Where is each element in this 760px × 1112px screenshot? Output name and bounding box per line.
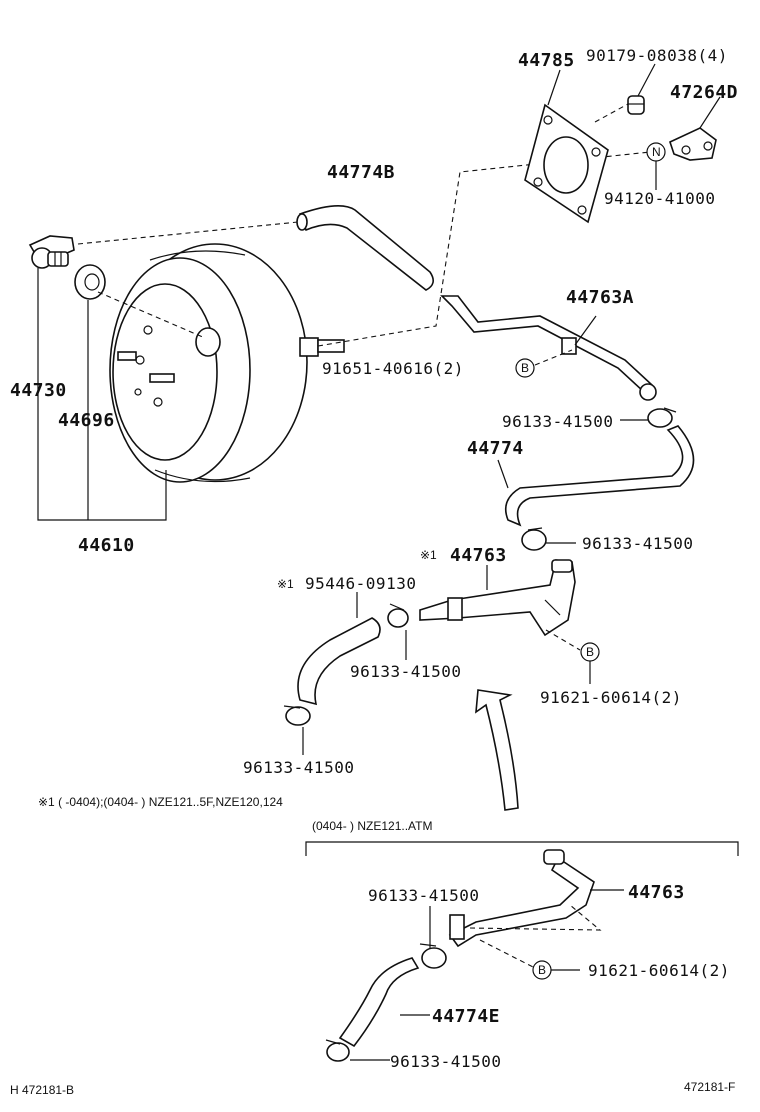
inset-label-44774E: 44774E — [432, 1006, 500, 1027]
pipe-44763A[interactable] — [440, 295, 657, 401]
inset-clamp-b[interactable] — [325, 1039, 350, 1062]
footer-right: 472181-F — [684, 1080, 735, 1094]
inset-bracket — [305, 841, 739, 856]
label-96133-d: 96133-41500 — [243, 758, 354, 777]
inset-label-96133-a: 96133-41500 — [368, 886, 479, 905]
inset-pipe-44763[interactable] — [448, 849, 595, 948]
label-b-1: B — [521, 361, 529, 375]
gasket-plate[interactable] — [524, 103, 609, 224]
clamp-d[interactable] — [283, 705, 311, 726]
clamp-a[interactable] — [647, 407, 677, 428]
inset-label-96133-b: 96133-41500 — [390, 1052, 501, 1071]
label-44730: 44730 — [10, 380, 67, 401]
hose-44774[interactable] — [504, 425, 695, 527]
footer-left: H 472181-B — [10, 1083, 74, 1097]
label-96133-b: 96133-41500 — [582, 534, 693, 553]
inset-hose-44774E[interactable] — [338, 957, 420, 1048]
brake-booster[interactable] — [109, 243, 345, 483]
clamp-b[interactable] — [521, 527, 547, 551]
grommet[interactable] — [74, 264, 106, 300]
label-94120: 94120-41000 — [604, 189, 715, 208]
label-mark-2: ※1 — [277, 577, 294, 591]
label-91651: 91651-40616(2) — [322, 359, 464, 378]
label-90179: 90179-08038(4) — [586, 46, 728, 65]
label-44785: 44785 — [518, 50, 575, 71]
label-44696: 44696 — [58, 410, 115, 431]
label-91621: 91621-60614(2) — [540, 688, 682, 707]
bracket-47264D[interactable] — [669, 127, 717, 161]
inset-label-44763: 44763 — [628, 882, 685, 903]
inset-clamp-a[interactable] — [419, 943, 447, 969]
label-44774B: 44774B — [327, 162, 395, 183]
circle-b-icon — [515, 358, 535, 378]
hose-95446[interactable] — [297, 617, 381, 706]
label-95446: 95446-09130 — [305, 574, 416, 593]
inset-label-91621: 91621-60614(2) — [588, 961, 730, 980]
label-44610: 44610 — [78, 535, 135, 556]
footnote: ※1 ( -0404);(0404- ) NZE121..5F,NZE120,1… — [38, 795, 283, 809]
pipe-44763[interactable] — [419, 559, 576, 637]
label-44763: 44763 — [450, 545, 507, 566]
nut[interactable] — [627, 95, 645, 115]
label-44763A: 44763A — [566, 287, 634, 308]
label-mark-1: ※1 — [420, 548, 437, 562]
hose-44774B[interactable] — [298, 205, 434, 291]
label-96133-c: 96133-41500 — [350, 662, 461, 681]
label-n: N — [652, 145, 661, 159]
clamp-c[interactable] — [387, 603, 409, 628]
inset-label-b: B — [538, 963, 546, 977]
label-47264D: 47264D — [670, 82, 738, 103]
check-valve[interactable] — [28, 235, 75, 269]
label-96133-a: 96133-41500 — [502, 412, 613, 431]
label-b-2: B — [586, 645, 594, 659]
inset-header: (0404- ) NZE121..ATM — [312, 819, 432, 833]
label-44774: 44774 — [467, 438, 524, 459]
flow-arrow-icon — [475, 689, 519, 811]
